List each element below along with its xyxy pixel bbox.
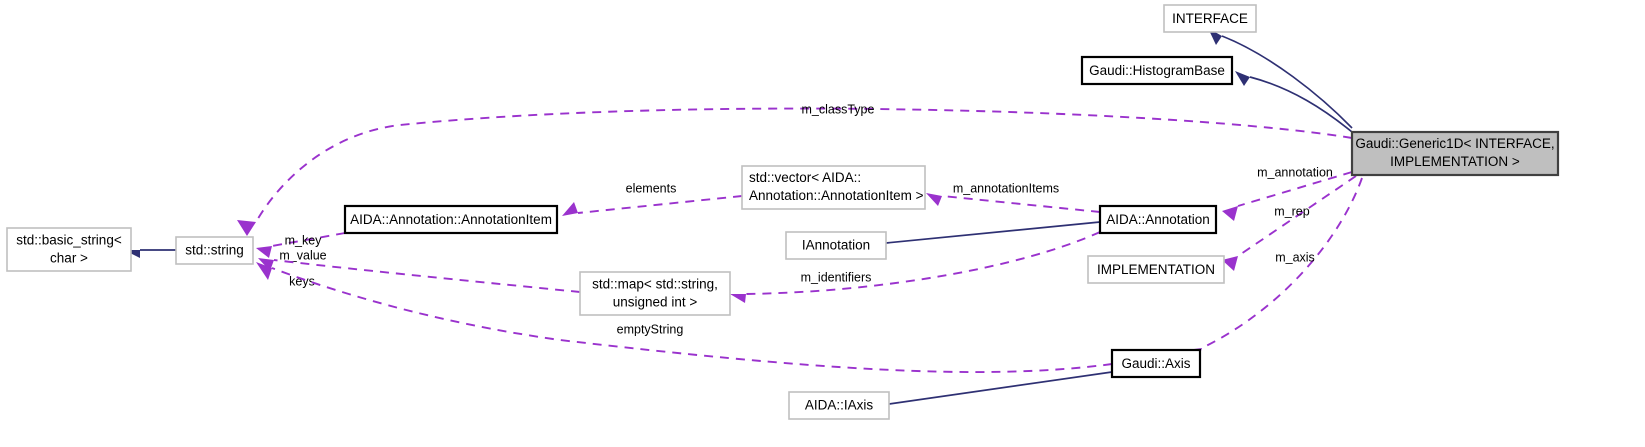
edge-m-annotationitems: m_annotationItems [926,181,1101,213]
node-label-std-vector-annotationitem-line2: Annotation::AnnotationItem > [749,188,924,203]
edge-label-m-rep: m_rep [1274,204,1309,218]
node-std-basic-string[interactable]: std::basic_string< char > [6,227,132,272]
node-std-string[interactable]: std::string [175,236,254,265]
node-std-vector-annotationitem[interactable]: std::vector< AIDA:: Annotation::Annotati… [741,165,926,210]
node-aida-iaxis[interactable]: AIDA::IAxis [788,391,890,420]
node-aida-annotation-annotationitem[interactable]: AIDA::Annotation::AnnotationItem [343,204,559,235]
node-label-interface: INTERFACE [1172,11,1248,26]
node-label-aida-annotation-annotationitem: AIDA::Annotation::AnnotationItem [350,212,552,227]
node-label-std-map-string-uint-line2: unsigned int > [613,295,698,310]
node-label-std-vector-annotationitem-line1: std::vector< AIDA:: [749,170,861,185]
node-std-map-string-uint[interactable]: std::map< std::string, unsigned int > [579,271,731,316]
edge-string-basicstring [124,249,176,258]
node-gaudi-histogrambase[interactable]: Gaudi::HistogramBase [1080,55,1234,86]
node-label-implementation: IMPLEMENTATION [1097,262,1215,277]
edge-m-annotation: m_annotation [1222,165,1353,221]
node-gaudi-axis[interactable]: Gaudi::Axis [1110,348,1202,379]
edge-label-m-identifiers: m_identifiers [801,270,872,284]
edge-label-m-axis: m_axis [1275,250,1315,264]
node-label-gaudi-generic1d-line2: IMPLEMENTATION > [1390,154,1520,169]
node-implementation[interactable]: IMPLEMENTATION [1087,255,1225,284]
edge-m-key-m-value: m_key m_value [256,232,346,262]
node-label-iannotation: IAnnotation [802,238,870,253]
node-aida-annotation[interactable]: AIDA::Annotation [1098,204,1218,235]
edge-elements: elements [562,181,743,216]
edge-m-classtype: m_classType [237,102,1353,236]
node-label-gaudi-generic1d-line1: Gaudi::Generic1D< INTERFACE, [1355,136,1554,151]
edge-label-m-annotationitems: m_annotationItems [953,181,1059,195]
edge-label-m-annotation: m_annotation [1257,165,1333,179]
edge-annotation-iannotation [871,221,1101,251]
edge-label-m-classtype: m_classType [802,102,875,116]
node-interface[interactable]: INTERFACE [1163,4,1257,33]
node-label-std-string: std::string [185,243,244,258]
node-label-aida-annotation: AIDA::Annotation [1106,212,1210,227]
edge-label-emptystring: emptyString [617,322,684,336]
edge-label-m-key: m_key [285,233,323,247]
node-label-std-basic-string-line1: std::basic_string< [16,233,122,248]
node-label-aida-iaxis: AIDA::IAxis [805,398,874,413]
node-label-std-basic-string-line2: char > [50,251,88,266]
node-label-std-map-string-uint-line1: std::map< std::string, [592,277,718,292]
node-label-gaudi-axis: Gaudi::Axis [1121,356,1190,371]
edge-generic1d-histogrambase [1235,71,1353,133]
edge-emptystring: emptyString [256,262,1113,373]
node-label-gaudi-histogrambase: Gaudi::HistogramBase [1089,63,1225,78]
edge-label-m-value: m_value [279,248,326,262]
edge-label-keys: keys [289,274,315,288]
edge-label-elements: elements [626,181,677,195]
node-iannotation[interactable]: IAnnotation [785,231,887,260]
edge-keys: keys [258,258,581,293]
edge-m-identifiers: m_identifiers [730,231,1101,303]
edge-m-rep: m_rep [1222,175,1357,271]
edge-gaudiaxis-iaxis [873,371,1113,412]
node-gaudi-generic1d[interactable]: Gaudi::Generic1D< INTERFACE, IMPLEMENTAT… [1350,130,1560,177]
